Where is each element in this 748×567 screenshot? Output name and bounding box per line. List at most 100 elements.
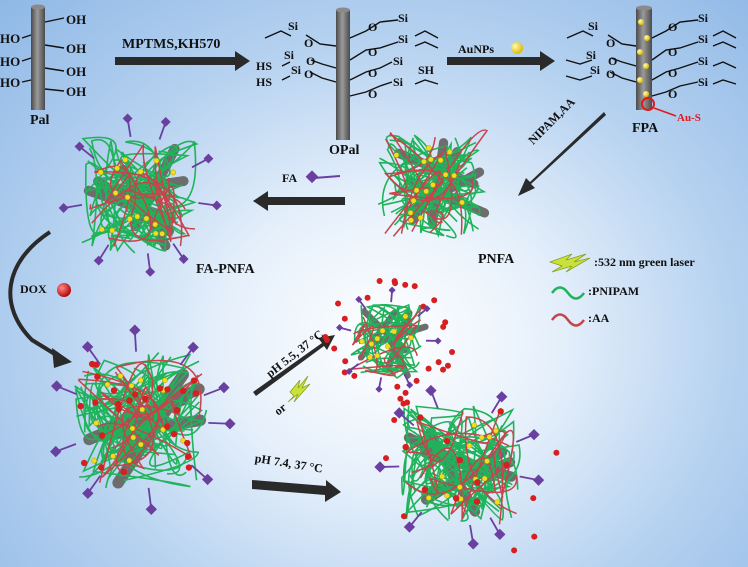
o-label: O [368, 66, 378, 80]
pnipam-chain [393, 305, 415, 341]
fa-pnfa-label: FA-PNFA [196, 262, 255, 277]
si-label: Si [698, 75, 709, 89]
reaction-arrows [115, 51, 606, 502]
pal-label: Pal [30, 113, 50, 128]
gold-nanoparticle [439, 473, 445, 480]
fa-ligand [425, 384, 437, 397]
fa-ligand [178, 254, 189, 264]
si-label: Si [588, 19, 599, 33]
arrow-neutral-release [252, 480, 341, 502]
hs-label: HS [256, 59, 273, 73]
au-s-highlight-circle [641, 97, 655, 111]
aa-chain [405, 429, 515, 501]
fa-ligand [187, 341, 199, 354]
dox-molecule [94, 373, 101, 380]
pnipam-chain [100, 168, 168, 249]
pnipam-chain [95, 359, 200, 454]
pnipam-chain [407, 416, 468, 518]
si-label: Si [698, 11, 709, 25]
gold-nanoparticle [91, 457, 97, 464]
pnipam-legend-curve [550, 286, 586, 300]
pal-rod [31, 4, 45, 110]
aa-chain [89, 193, 186, 210]
released-dox-molecule [335, 300, 342, 307]
released-dox-molecule [397, 395, 404, 402]
released-dox-molecule [413, 377, 420, 384]
o-label: O [368, 87, 378, 101]
si-label: Si [393, 75, 404, 89]
fa-ligand [160, 116, 171, 127]
gold-nanoparticle [425, 495, 432, 501]
released-dox-molecule [404, 399, 411, 406]
fa-ligand [336, 324, 344, 332]
gold-nanoparticle [110, 453, 116, 459]
dox-molecule [120, 468, 127, 476]
dox-molecule [164, 423, 171, 430]
aa-chain [386, 314, 418, 376]
fpa-rod [636, 5, 652, 110]
gold-nanoparticle [129, 425, 136, 432]
fa-ligand [122, 113, 133, 124]
oh-label: OH [66, 12, 87, 27]
gold-nanoparticle [486, 434, 493, 440]
released-dox-molecule [449, 349, 456, 356]
fa-ligand [345, 367, 353, 375]
gold-nanoparticle [408, 335, 414, 341]
fa-ligand [81, 341, 94, 353]
gold-nanoparticle [97, 169, 104, 176]
fa-ligand [532, 474, 545, 486]
reagent-fa: FA [282, 171, 298, 185]
released-dox-molecule [342, 358, 349, 365]
dox-molecule [80, 459, 88, 467]
sh-label: SH [418, 63, 435, 77]
fa-ligand [74, 141, 85, 152]
aa-chain [114, 359, 202, 467]
pnipam-chain [404, 444, 521, 514]
fa-ligand [58, 203, 69, 213]
gold-nanoparticle [93, 420, 99, 426]
released-dox-molecule [511, 547, 518, 554]
aa-chain [130, 172, 191, 242]
fa-ligand [355, 295, 363, 303]
aa-chain [97, 401, 193, 460]
released-dox-molecule [553, 449, 560, 456]
aunp-icon [511, 42, 523, 54]
aa-chain [405, 432, 510, 474]
fa-ligand [423, 305, 431, 313]
gold-nanoparticle [413, 187, 420, 194]
reagent-dox: DOX [20, 282, 47, 296]
dox-molecule [474, 479, 481, 486]
arrow-acidic-release [253, 335, 335, 396]
legend-pnipam-label: :PNIPAM [588, 284, 640, 298]
dox-molecule [156, 385, 164, 392]
aa-chain [91, 180, 178, 243]
released-dox-molecule [376, 277, 383, 284]
released-dox-molecule [383, 455, 390, 462]
o-label: O [668, 20, 678, 34]
gold-nanoparticle [368, 341, 375, 347]
ho-label: HO [0, 75, 21, 90]
arrow-polymerization [518, 112, 606, 196]
gold-nanoparticle [114, 165, 120, 172]
released-dox-molecule [402, 281, 409, 288]
dox-molecule [173, 406, 181, 414]
au-s-label: Au-S [677, 112, 701, 124]
gold-nanoparticle [408, 217, 414, 224]
dox-molecule [115, 405, 123, 413]
fa-ligand [50, 380, 63, 392]
dox-molecule [456, 456, 463, 464]
released-dox-molecule [531, 533, 538, 540]
gold-nanoparticle [134, 213, 141, 220]
aa-chain [389, 133, 444, 237]
aa-chain [353, 324, 418, 364]
released-dox-molecule [364, 294, 371, 301]
pnipam-chain [429, 180, 480, 230]
fa-ligand [218, 381, 230, 394]
gold-nanoparticle [425, 145, 432, 151]
o-label: O [368, 45, 378, 59]
si-label: Si [393, 54, 404, 68]
gold-nanoparticle [117, 373, 124, 379]
fa-ligand [434, 337, 442, 345]
dox-molecule [77, 402, 84, 410]
released-dox-molecule [351, 372, 358, 379]
